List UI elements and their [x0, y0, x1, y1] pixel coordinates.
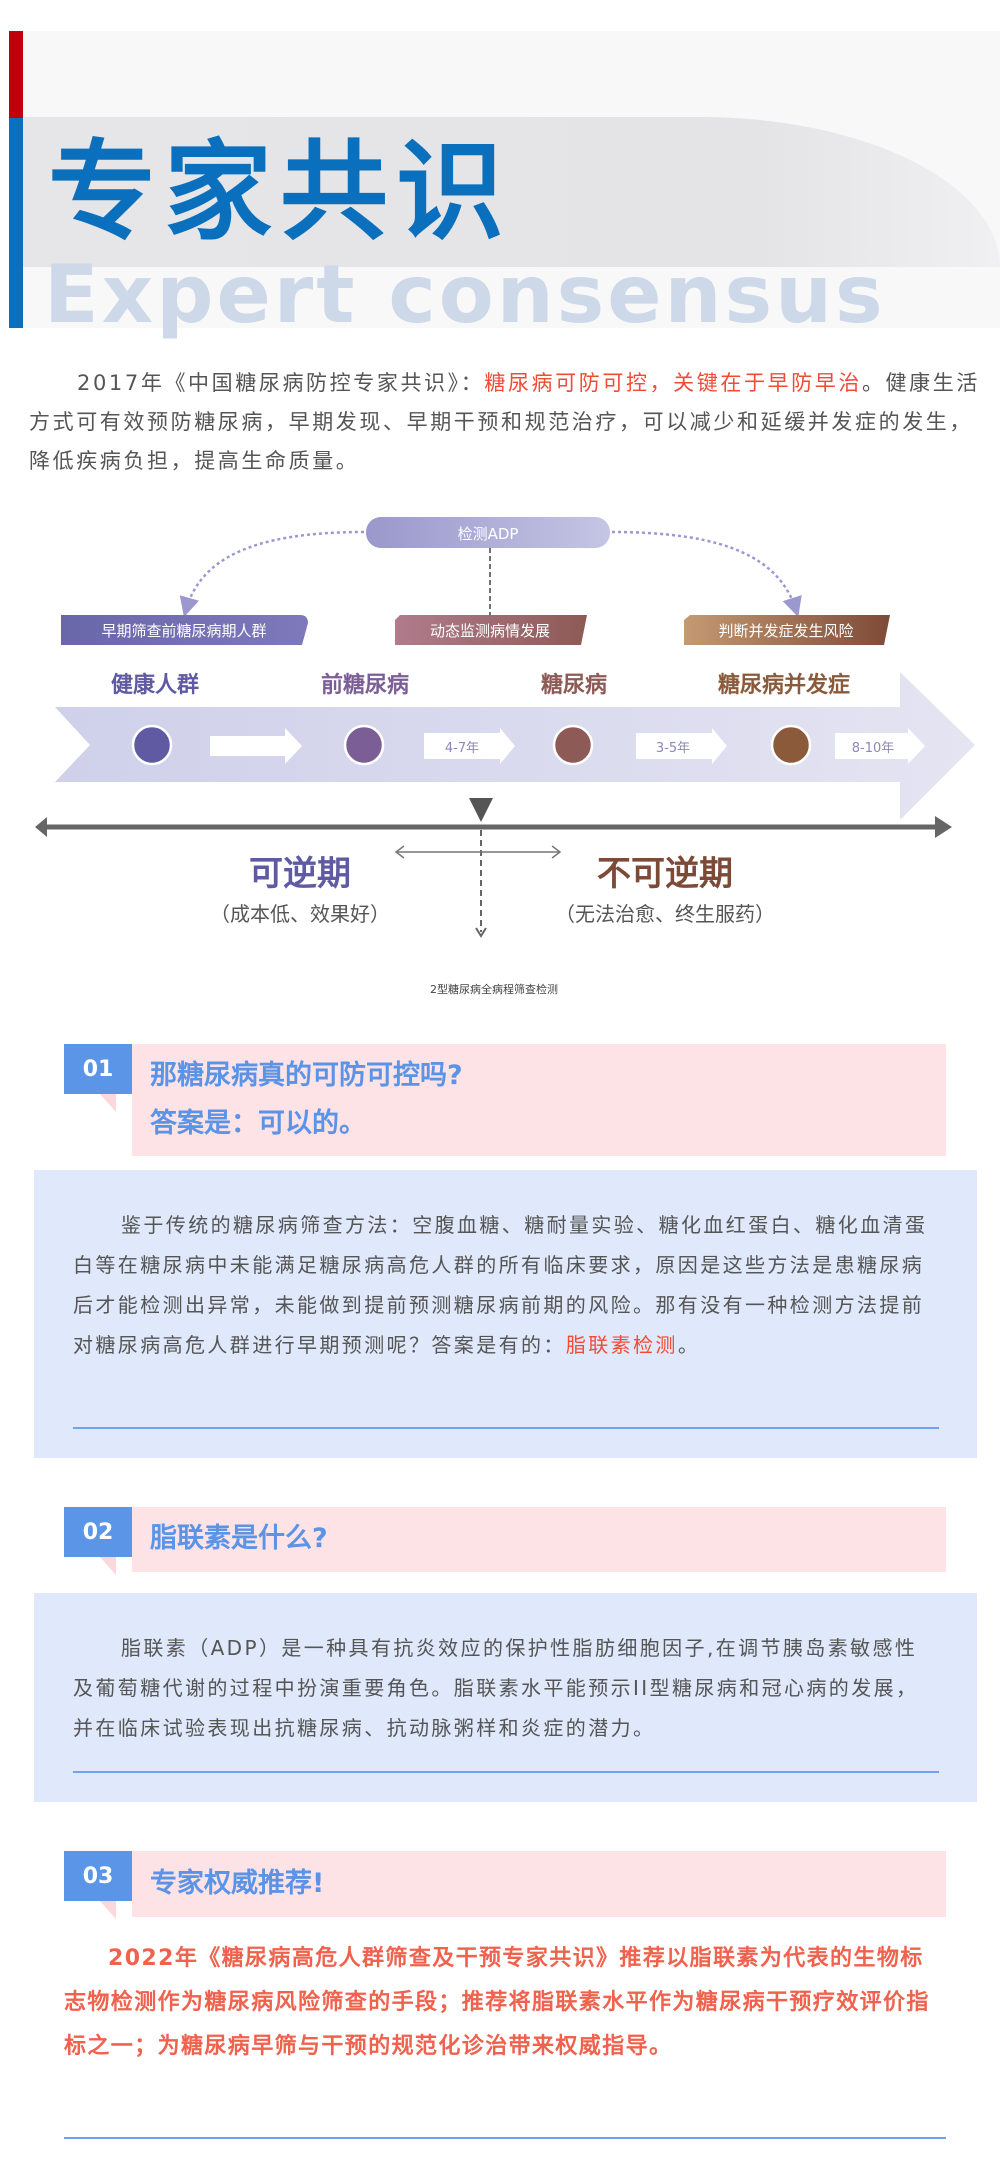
stage-prediabetes: 前糖尿病	[321, 672, 409, 698]
stage-dot-2	[343, 724, 385, 766]
section-title-01: 那糖尿病真的可防可控吗? 答案是：可以的。	[132, 1044, 946, 1156]
diabetes-progression-diagram: 检测ADP 早期筛查前糖尿病期人群 动态监测病情发展 判断并发症发生风险 健康人…	[35, 517, 975, 996]
section-body-02: 脂联素（ADP）是一种具有抗炎效应的保护性脂肪细胞因子,在调节胰岛素敏感性及葡萄…	[73, 1636, 919, 1740]
dashed-arrow-right	[611, 530, 802, 618]
header-title: 专家共识	[48, 130, 513, 255]
divider	[73, 1427, 939, 1429]
label-box-3	[684, 615, 890, 645]
interval-arrow-3	[835, 728, 925, 764]
stage-dot-4	[770, 724, 812, 766]
intro-rest: 。健康生活方式可有效预防糖尿病，早期发现、早期干预和规范治疗，可以减少和延缓并发…	[29, 371, 980, 473]
section-title-line: 专家权威推荐!	[150, 1868, 325, 1899]
reversible-label: 可逆期	[249, 854, 351, 894]
interval-3: 8-10年	[852, 741, 895, 756]
double-arrow-heads	[394, 845, 562, 859]
stage-diabetes: 糖尿病	[541, 672, 607, 698]
header-accent-red	[9, 31, 23, 118]
label-text-2: 动态监测病情发展	[430, 622, 550, 640]
label-text-1: 早期筛查前糖尿病期人群	[101, 622, 266, 640]
timeline-left-head	[35, 817, 47, 837]
section-number-01: 01	[64, 1044, 132, 1112]
stage-healthy: 健康人群	[111, 672, 199, 698]
header-title-en: Expert consensus	[44, 248, 886, 341]
intro-lead: 2017年《中国糖尿病防控专家共识》：	[77, 371, 485, 395]
interval-2: 3-5年	[656, 741, 690, 756]
reversible-note: （成本低、效果好）	[210, 902, 390, 926]
section-card-01: 鉴于传统的糖尿病筛查方法：空腹血糖、糖耐量实验、糖化血红蛋白、糖化血清蛋白等在糖…	[34, 1170, 977, 1458]
irreversible-note: （无法治愈、终生服药）	[555, 902, 775, 926]
stage-complications: 糖尿病并发症	[718, 672, 850, 698]
diagram-caption: 2型糖尿病全病程筛查检测	[430, 982, 558, 996]
body-text: 鉴于传统的糖尿病筛查方法：空腹血糖、糖耐量实验、糖化血红蛋白、糖化血清蛋白等在糖…	[73, 1213, 928, 1357]
section-title-line: 脂联素是什么?	[150, 1523, 328, 1554]
label-box-2	[395, 615, 587, 645]
section-body-01: 鉴于传统的糖尿病筛查方法：空腹血糖、糖耐量实验、糖化血红蛋白、糖化血清蛋白等在糖…	[73, 1205, 937, 1365]
dashed-arrow-left	[179, 530, 365, 618]
section-card-02: 脂联素（ADP）是一种具有抗炎效应的保护性脂肪细胞因子,在调节胰岛素敏感性及葡萄…	[34, 1593, 977, 1802]
body-tail: 。	[677, 1333, 701, 1357]
body-highlight: 脂联素检测	[565, 1333, 678, 1357]
timeline-right-head	[935, 816, 952, 838]
intro-paragraph: 2017年《中国糖尿病防控专家共识》：糖尿病可防可控，关键在于早防早治。健康生活…	[29, 364, 984, 481]
header-accent-blue	[9, 118, 23, 328]
turning-point-marker	[469, 798, 493, 822]
arrow-white-1	[210, 728, 302, 764]
irreversible-label: 不可逆期	[597, 854, 733, 894]
section-title-02: 脂联素是什么?	[132, 1507, 946, 1572]
label-text-3: 判断并发症发生风险	[718, 622, 853, 640]
divider	[73, 1771, 939, 1773]
header-band	[23, 117, 1000, 267]
section-title-line: 答案是：可以的。	[150, 1108, 366, 1139]
detect-adp-label: 检测ADP	[458, 525, 519, 543]
intro-highlight: 糖尿病可防可控，关键在于早防早治	[484, 371, 862, 395]
stage-dot-3	[552, 724, 594, 766]
bottom-divider	[64, 2137, 946, 2139]
section-number-03: 03	[64, 1851, 132, 1919]
detect-adp-pill	[366, 517, 610, 548]
section-number-02: 02	[64, 1507, 132, 1575]
interval-1: 4-7年	[445, 741, 479, 756]
stage-dot-1	[131, 724, 173, 766]
interval-arrow-2	[636, 728, 727, 764]
label-box-1	[61, 615, 308, 645]
interval-arrow-1	[424, 728, 515, 764]
section-title-line: 那糖尿病真的可防可控吗?	[150, 1060, 463, 1091]
section-body-03: 2022年《糖尿病高危人群筛查及干预专家共识》推荐以脂联素为代表的生物标志物检测…	[64, 1946, 930, 2059]
section-title-03: 专家权威推荐!	[132, 1851, 946, 1917]
divider-arrow	[475, 927, 487, 938]
